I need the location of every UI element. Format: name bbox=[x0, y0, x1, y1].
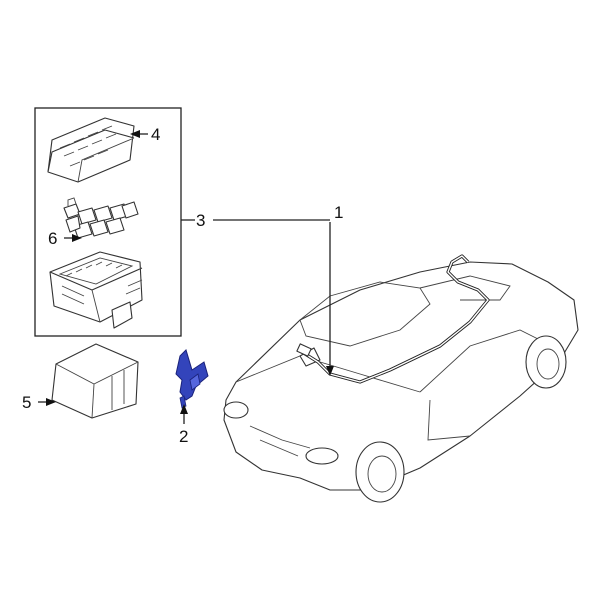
leader-arrow-4 bbox=[130, 130, 140, 138]
fuse-box-cover[interactable] bbox=[47, 117, 135, 183]
fuse-box-group-frame bbox=[34, 107, 182, 337]
vehicle-outline bbox=[223, 261, 579, 503]
leader-arrow-1 bbox=[326, 366, 334, 376]
callout-5[interactable]: 5 bbox=[22, 393, 31, 412]
leader-arrow-5 bbox=[46, 398, 56, 406]
callout-3[interactable]: 3 bbox=[196, 211, 205, 230]
fuse-block[interactable] bbox=[49, 251, 143, 329]
callout-4[interactable]: 4 bbox=[151, 125, 160, 144]
leader-arrow-2 bbox=[180, 404, 188, 414]
wiring-harness[interactable] bbox=[296, 254, 490, 384]
callout-6[interactable]: 6 bbox=[48, 229, 57, 248]
fuse-set[interactable] bbox=[63, 197, 139, 239]
leader-arrow-6 bbox=[72, 234, 82, 242]
battery-cover[interactable] bbox=[51, 343, 139, 419]
callout-1[interactable]: 1 bbox=[334, 203, 343, 222]
callout-2[interactable]: 2 bbox=[179, 427, 188, 446]
mounting-bracket[interactable] bbox=[175, 349, 209, 409]
